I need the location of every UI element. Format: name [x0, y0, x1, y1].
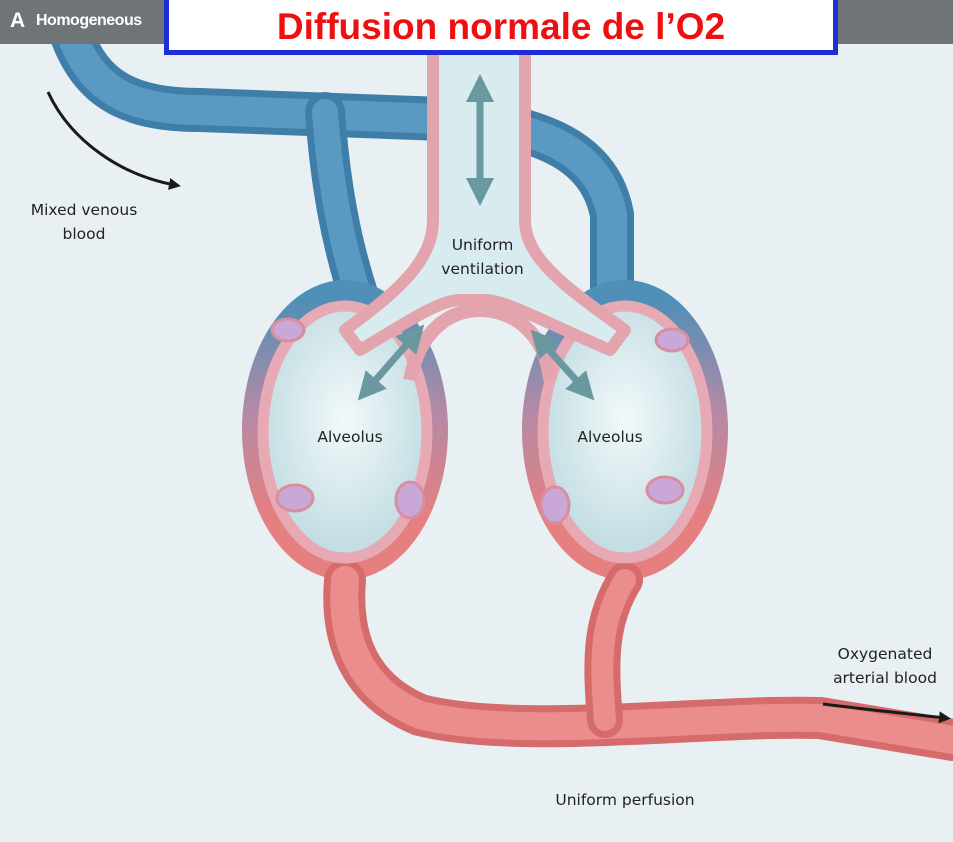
label-mixed-venous-blood: Mixed venous blood	[24, 198, 144, 246]
label-uniform-ventilation-line1: Uniform	[425, 233, 540, 257]
label-oxygenated-line2: arterial blood	[820, 666, 950, 690]
label-uniform-ventilation-line2: ventilation	[425, 257, 540, 281]
label-mixed-venous-line2: blood	[24, 222, 144, 246]
label-oxygenated-arterial-blood: Oxygenated arterial blood	[820, 642, 950, 690]
label-alveolus-right: Alveolus	[560, 425, 660, 449]
label-alveolus-left: Alveolus	[300, 425, 400, 449]
panel-title: Homogeneous	[36, 12, 142, 30]
label-uniform-ventilation: Uniform ventilation	[425, 233, 540, 281]
label-mixed-venous-line1: Mixed venous	[24, 198, 144, 222]
panel-letter: A	[10, 9, 25, 33]
title-box: Diffusion normale de l’O2	[164, 0, 838, 55]
airway	[345, 40, 625, 380]
label-uniform-perfusion: Uniform perfusion	[540, 788, 710, 812]
label-oxygenated-line1: Oxygenated	[820, 642, 950, 666]
slide-title: Diffusion normale de l’O2	[169, 6, 833, 48]
